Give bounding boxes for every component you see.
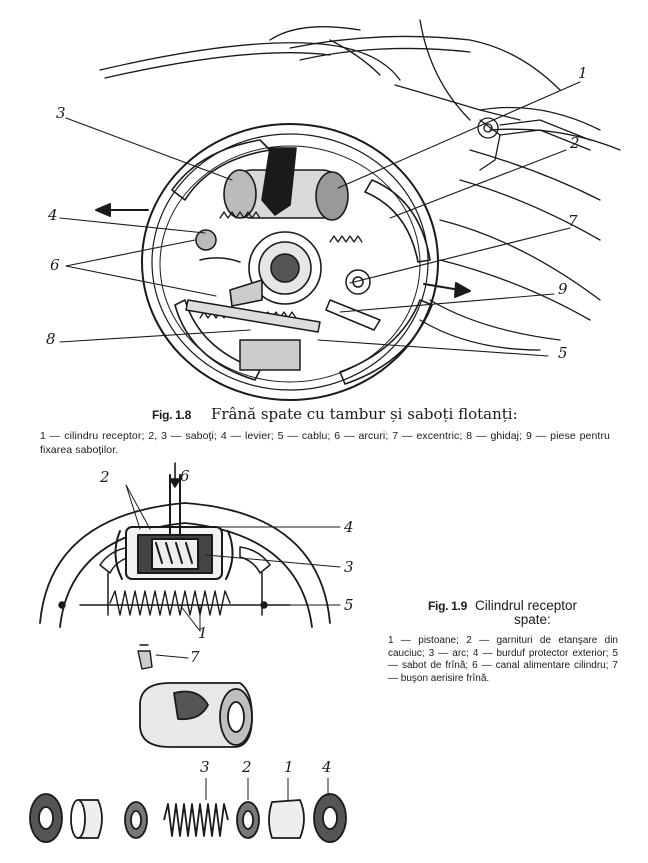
figure-1-9-title: Cilindrul receptor <box>474 598 577 613</box>
motion-arrows <box>95 203 471 298</box>
parts-callout-2: 2 <box>242 758 252 776</box>
parts-callout-3: 3 <box>200 758 210 776</box>
part-bellows-left <box>29 793 63 843</box>
callout-7: 7 <box>568 212 578 230</box>
callout-2: 2 <box>570 134 580 152</box>
fig19-callout-4: 4 <box>344 518 354 536</box>
fig19-callout-5: 5 <box>344 596 354 614</box>
callout-3: 3 <box>56 104 66 122</box>
callout-1: 1 <box>578 64 588 82</box>
callout-6: 6 <box>50 256 60 274</box>
wheel-cylinder-illustration <box>39 462 341 748</box>
figure-1-8-description: 1 — cilindru receptor; 2, 3 — saboţi; 4 … <box>40 430 610 456</box>
figure-1-9-description: 1 — pistoane; 2 — garnituri de etanşare … <box>388 635 618 684</box>
callout-4: 4 <box>48 206 58 224</box>
lever-and-guide <box>185 229 381 371</box>
parts-leader-lines <box>205 778 329 800</box>
wheel-cylinder <box>223 147 349 221</box>
part-seal-right <box>236 801 260 839</box>
figure-1-9-label: Fig. 1.9 <box>428 599 467 613</box>
figure-1-8-label: Fig. 1.8 <box>152 408 191 422</box>
backing-plate <box>141 123 439 401</box>
fig19-callout-6: 6 <box>180 467 190 485</box>
feed-arrow <box>169 462 181 488</box>
cylinder-body <box>114 474 234 580</box>
fig19-callout-2: 2 <box>100 468 110 486</box>
figure-1-8-title-row: Fig. 1.8 Frână spate cu tambur și saboți… <box>40 405 610 423</box>
hub <box>229 231 322 307</box>
fig19-leader-lines <box>125 484 341 659</box>
figure-1-9-title-row: Fig. 1.9 Cilindrul receptor <box>388 598 618 613</box>
figure-1-8-caption: Fig. 1.8 Frână spate cu tambur și saboți… <box>40 405 610 457</box>
part-seal-left <box>124 801 148 839</box>
callout-5: 5 <box>558 344 568 362</box>
part-piston-left <box>70 799 103 839</box>
part-bellows-right <box>313 793 347 843</box>
exploded-parts-illustration <box>29 778 347 843</box>
parts-callout-1: 1 <box>284 758 294 776</box>
part-spring <box>163 803 229 837</box>
parts-callout-4: 4 <box>322 758 332 776</box>
figure-1-9-caption: Fig. 1.9 Cilindrul receptor spate: 1 — p… <box>388 598 618 685</box>
brake-drum-illustration <box>59 19 621 401</box>
assembled-cylinder <box>139 682 253 748</box>
callout-8: 8 <box>46 330 56 348</box>
callout-9: 9 <box>558 280 568 298</box>
figure-1-9-title-line2: spate: <box>514 612 551 627</box>
fig19-callout-3: 3 <box>344 558 354 576</box>
fig19-callout-7: 7 <box>190 648 200 666</box>
bleeder-valve-drawing <box>137 644 153 670</box>
leader-lines <box>59 81 581 357</box>
part-piston-right <box>268 799 305 839</box>
background-suspension-lines <box>99 19 621 351</box>
return-spring <box>58 590 268 616</box>
fig19-callout-1: 1 <box>198 624 208 642</box>
figure-1-8-title: Frână spate cu tambur și saboți flotanți… <box>210 405 518 423</box>
